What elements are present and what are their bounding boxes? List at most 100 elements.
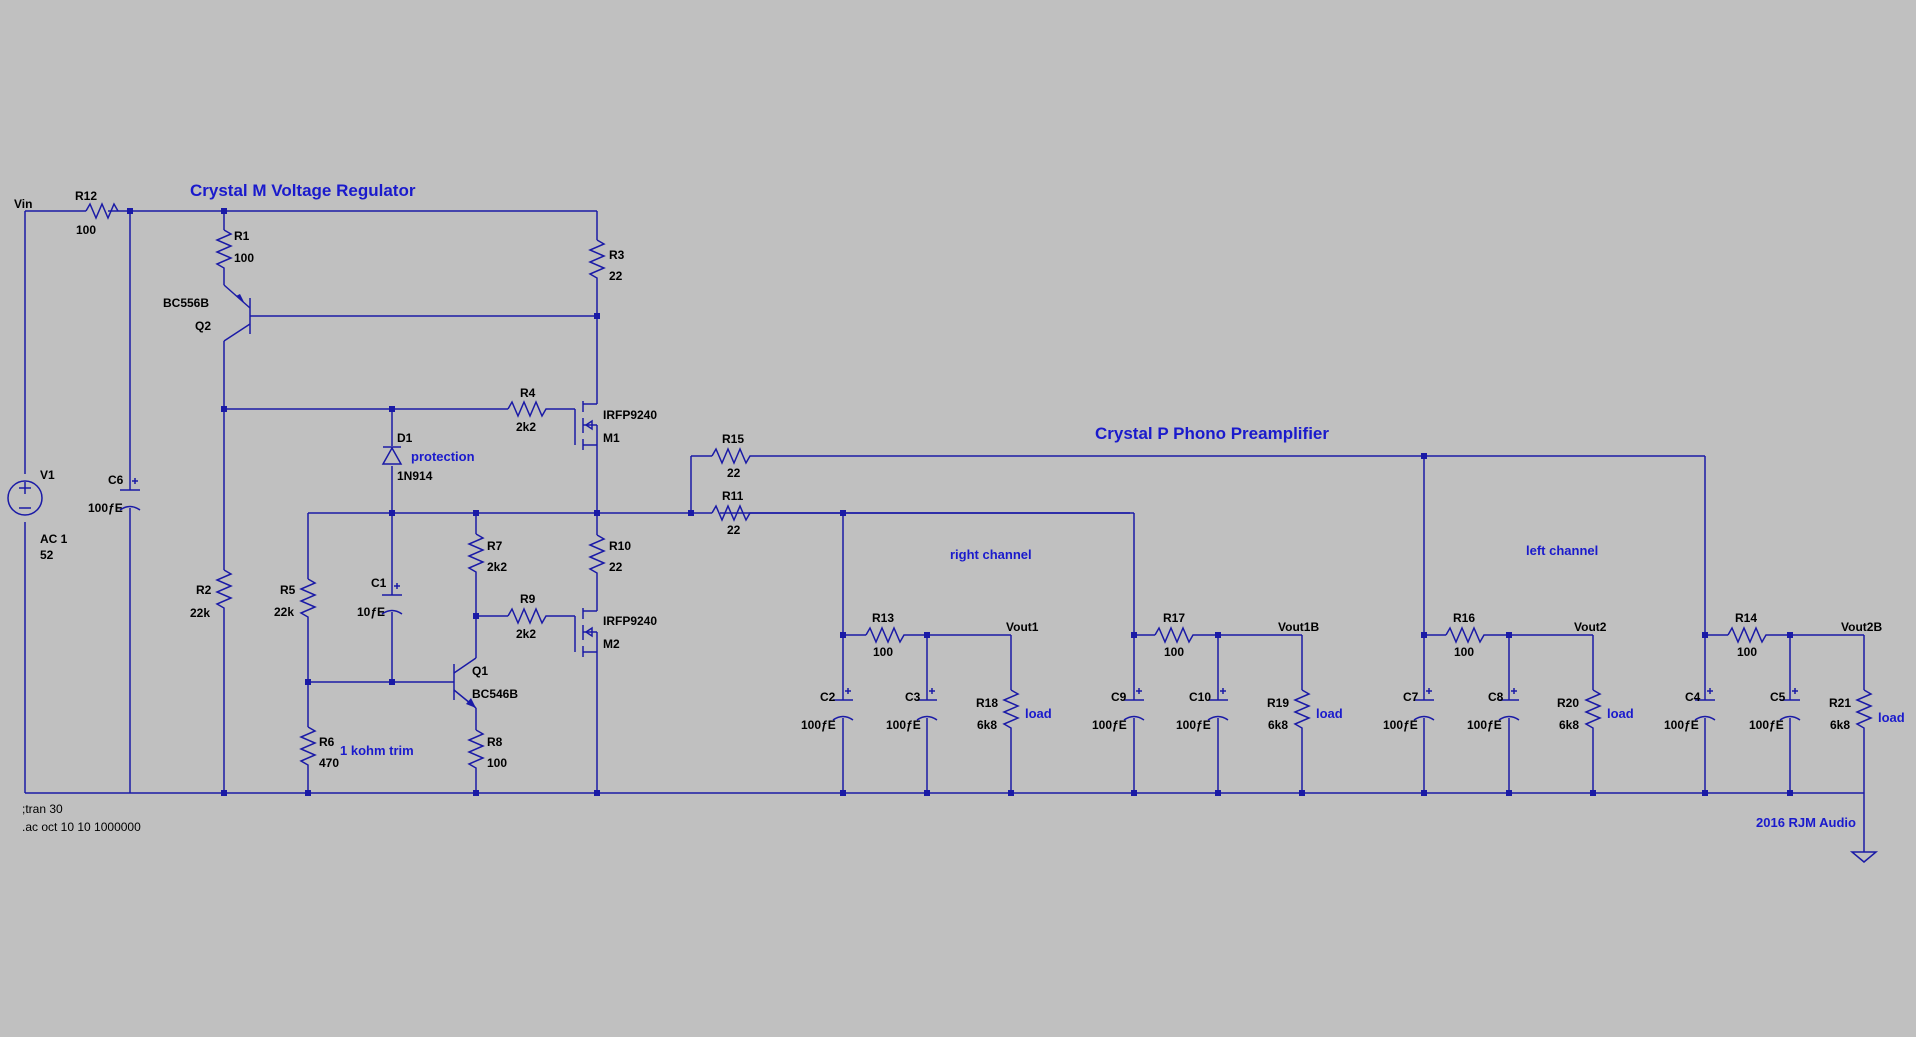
value-R3: 22	[609, 269, 623, 283]
label-C2: C2	[820, 690, 836, 704]
resistor-R12[interactable]	[85, 202, 119, 220]
value-R5: 22k	[274, 605, 294, 619]
transistor-Q1[interactable]	[453, 657, 477, 709]
title-preamp: Crystal P Phono Preamplifier	[1095, 424, 1329, 443]
label-R9: R9	[520, 592, 536, 606]
resistor-R17[interactable]	[1154, 626, 1197, 644]
label-R8: R8	[487, 735, 503, 749]
mosfet-M1[interactable]	[574, 398, 598, 450]
capacitor-C5[interactable]	[1779, 688, 1801, 721]
label-R18: R18	[976, 696, 998, 710]
resistor-R14[interactable]	[1727, 626, 1770, 644]
value-M2: IRFP9240	[603, 614, 657, 628]
capacitor-C6[interactable]	[119, 478, 141, 511]
capacitor-C9[interactable]	[1123, 688, 1145, 721]
label-R7: R7	[487, 539, 503, 553]
title-regulator: Crystal M Voltage Regulator	[190, 181, 416, 200]
resistor-R18[interactable]	[1002, 689, 1020, 732]
value-C6: 100ƒE	[88, 501, 123, 515]
resistor-R19[interactable]	[1293, 689, 1311, 732]
ground-symbol	[1849, 851, 1879, 863]
net-vout2b: Vout2B	[1841, 620, 1882, 634]
comment-load-r2: load	[1316, 706, 1343, 721]
voltage-source-V1[interactable]	[7, 480, 43, 516]
label-R16: R16	[1453, 611, 1475, 625]
value-C10: 100ƒE	[1176, 718, 1211, 732]
comment-load-l1: load	[1607, 706, 1634, 721]
resistor-R4[interactable]	[507, 400, 550, 418]
label-C6: C6	[108, 473, 124, 487]
capacitor-C3[interactable]	[916, 688, 938, 721]
value-R14: 100	[1737, 645, 1757, 659]
resistor-R9[interactable]	[507, 607, 550, 625]
label-R17: R17	[1163, 611, 1185, 625]
wires	[24, 210, 1865, 852]
value-R7: 2k2	[487, 560, 507, 574]
value-R15: 22	[727, 466, 741, 480]
value-R9: 2k2	[516, 627, 536, 641]
resistor-R6[interactable]	[299, 726, 317, 769]
transistor-Q2[interactable]	[223, 284, 251, 342]
label-C1: C1	[371, 576, 387, 590]
capacitor-C8[interactable]	[1498, 688, 1520, 721]
resistor-R1[interactable]	[215, 229, 233, 272]
capacitor-C2[interactable]	[832, 688, 854, 721]
net-vout1b: Vout1B	[1278, 620, 1319, 634]
label-R20: R20	[1557, 696, 1579, 710]
label-C5: C5	[1770, 690, 1786, 704]
value-R21: 6k8	[1830, 718, 1850, 732]
resistor-R13[interactable]	[865, 626, 908, 644]
labels: Crystal M Voltage Regulator Crystal P Ph…	[14, 181, 1905, 834]
label-R12: R12	[75, 189, 97, 203]
resistor-R7[interactable]	[467, 533, 485, 576]
resistor-R21[interactable]	[1855, 689, 1873, 732]
label-R19: R19	[1267, 696, 1289, 710]
label-M2: M2	[603, 637, 620, 651]
capacitor-C4[interactable]	[1694, 688, 1716, 721]
resistor-R16[interactable]	[1445, 626, 1488, 644]
comment-trim: 1 kohm trim	[340, 743, 414, 758]
resistor-R3[interactable]	[588, 239, 606, 282]
value-M1: IRFP9240	[603, 408, 657, 422]
label-R11: R11	[722, 489, 744, 503]
value-R19: 6k8	[1268, 718, 1288, 732]
mosfet-M2[interactable]	[574, 605, 598, 657]
resistor-R11[interactable]	[711, 504, 754, 522]
comment-load-l2: load	[1878, 710, 1905, 725]
directive-ac: .ac oct 10 10 1000000	[22, 820, 141, 834]
junctions	[127, 208, 1793, 796]
comment-protection: protection	[411, 449, 475, 464]
directive-tran: ;tran 30	[22, 802, 63, 816]
value-C5: 100ƒE	[1749, 718, 1784, 732]
resistor-R15[interactable]	[711, 447, 754, 465]
value2-V1: 52	[40, 548, 54, 562]
resistor-R10[interactable]	[588, 534, 606, 577]
value-C1: 10ƒE	[357, 605, 385, 619]
diode-D1[interactable]	[381, 446, 403, 465]
resistor-R8[interactable]	[467, 729, 485, 772]
comment-left-channel: left channel	[1526, 543, 1598, 558]
net-vin: Vin	[14, 197, 32, 211]
resistor-R2[interactable]	[215, 569, 233, 612]
resistor-R5[interactable]	[299, 578, 317, 621]
resistor-R20[interactable]	[1584, 689, 1602, 732]
label-R14: R14	[1735, 611, 1757, 625]
label-R21: R21	[1829, 696, 1851, 710]
value-Q1: BC546B	[472, 687, 518, 701]
value-C8: 100ƒE	[1467, 718, 1502, 732]
value-R1: 100	[234, 251, 254, 265]
capacitor-C1[interactable]	[381, 583, 403, 615]
label-R15: R15	[722, 432, 744, 446]
label-R2: R2	[196, 583, 212, 597]
label-V1: V1	[40, 468, 55, 482]
value-C4: 100ƒE	[1664, 718, 1699, 732]
value-R16: 100	[1454, 645, 1474, 659]
value-R17: 100	[1164, 645, 1184, 659]
value-R18: 6k8	[977, 718, 997, 732]
capacitor-C10[interactable]	[1207, 688, 1229, 721]
value-R20: 6k8	[1559, 718, 1579, 732]
value-V1: AC 1	[40, 532, 68, 546]
value-R2: 22k	[190, 606, 210, 620]
capacitor-C7[interactable]	[1413, 688, 1435, 721]
